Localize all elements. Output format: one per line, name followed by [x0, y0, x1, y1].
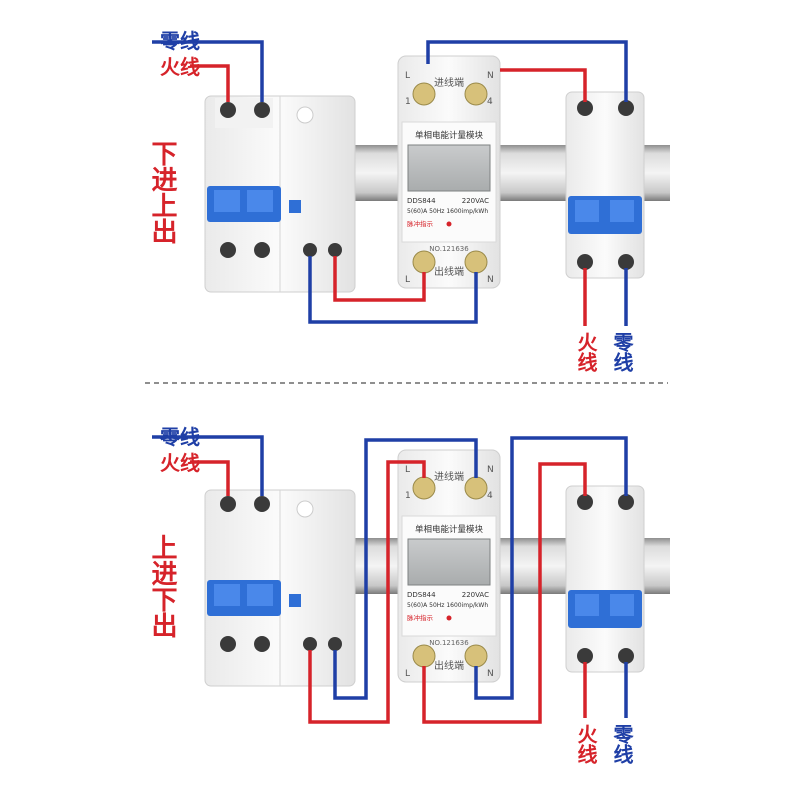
screw-terminal-icon — [464, 644, 488, 668]
side-label: 下进上出 — [147, 140, 177, 244]
meter-1: 1 — [405, 97, 411, 107]
meter-pulse: 脉冲指示 — [407, 219, 434, 228]
meter-L-bottom: L — [405, 669, 410, 679]
screw-terminal-icon — [618, 254, 634, 270]
meter-L-top: L — [405, 71, 410, 81]
screw-terminal-icon — [464, 476, 488, 500]
screw-terminal-icon — [577, 100, 593, 116]
wire-neutral-b — [474, 436, 628, 700]
meter-in-label: 进线端 — [434, 76, 464, 89]
screw-terminal-icon — [618, 648, 634, 664]
right-breaker — [565, 91, 645, 279]
wire-neutral-in — [152, 435, 264, 496]
screw-terminal-icon — [577, 648, 593, 664]
wire-neutral-in — [152, 40, 264, 102]
wire-live-in — [190, 64, 230, 102]
meter-N-top: N — [487, 465, 494, 475]
meter-rating: 5(60)A 50Hz 1600imp/kWh — [407, 208, 488, 215]
label-live-right: 火线 — [574, 724, 598, 764]
wire-neutral-top — [426, 40, 628, 102]
lcd-screen-icon — [407, 144, 491, 192]
screw-terminal-icon — [577, 254, 593, 270]
meter-1: 1 — [405, 491, 411, 501]
left-breaker — [204, 489, 356, 687]
meter-in-label: 进线端 — [434, 470, 464, 483]
screw-terminal-icon — [303, 637, 317, 651]
wire-live-in — [190, 460, 230, 496]
wire-live-top — [500, 68, 587, 102]
meter-model: DDS844 — [407, 591, 436, 599]
screw-terminal-icon — [464, 82, 488, 106]
left-breaker — [204, 95, 356, 293]
meter-serial: NO.121636 — [429, 639, 469, 647]
screw-terminal-icon — [220, 496, 236, 512]
screw-terminal-icon — [464, 250, 488, 274]
label-live-left: 火线 — [160, 55, 200, 79]
meter-N-top: N — [487, 71, 494, 81]
screw-terminal-icon — [412, 250, 436, 274]
meter-out-label: 出线端 — [434, 265, 464, 278]
screw-terminal-icon — [220, 636, 236, 652]
meter-out-label: 出线端 — [434, 659, 464, 672]
meter-4: 4 — [487, 97, 493, 107]
meter-model: DDS844 — [407, 197, 436, 205]
screw-terminal-icon — [577, 494, 593, 510]
screw-terminal-icon — [618, 100, 634, 116]
right-breaker — [565, 485, 645, 673]
meter-L-bottom: L — [405, 275, 410, 285]
panel-1: 进线端 L N 1 4 单相电能计量模块 DDS844 220VAC 5(60)… — [147, 29, 670, 372]
screw-terminal-icon — [618, 494, 634, 510]
screw-terminal-icon — [254, 242, 270, 258]
meter-voltage: 220VAC — [462, 591, 489, 599]
meter-module: 进线端 L N 1 4 单相电能计量模块 DDS844 220VAC 5(60)… — [397, 55, 501, 289]
label-neutral-right: 零线 — [610, 724, 634, 764]
label-live-right: 火线 — [574, 332, 598, 372]
screw-terminal-icon — [254, 496, 270, 512]
screw-terminal-icon — [220, 242, 236, 258]
wire-live-bottom — [333, 256, 426, 302]
meter-voltage: 220VAC — [462, 197, 489, 205]
label-neutral-right: 零线 — [610, 332, 634, 372]
label-live-left: 火线 — [160, 451, 200, 475]
label-neutral-left: 零线 — [159, 425, 200, 449]
meter-serial: NO.121636 — [429, 245, 469, 253]
screw-terminal-icon — [328, 243, 342, 257]
meter-pulse: 脉冲指示 — [407, 613, 434, 622]
meter-N-bottom: N — [487, 275, 494, 285]
screw-terminal-icon — [254, 102, 270, 118]
screw-terminal-icon — [254, 636, 270, 652]
meter-N-bottom: N — [487, 669, 494, 679]
panel-2: 进线端 L N 1 4 单相电能计量模块 DDS844 220VAC 5(60)… — [147, 425, 670, 764]
wires-panel-1 — [152, 40, 628, 326]
side-label: 上进下出 — [147, 534, 177, 638]
screw-terminal-icon — [412, 82, 436, 106]
label-neutral-left: 零线 — [159, 29, 200, 53]
wire-neutral-bottom — [308, 256, 478, 324]
meter-title: 单相电能计量模块 — [415, 524, 484, 535]
meter-L-top: L — [405, 465, 410, 475]
screw-terminal-icon — [412, 644, 436, 668]
wire-neutral-a — [333, 438, 478, 700]
meter-title: 单相电能计量模块 — [415, 130, 484, 141]
meter-4: 4 — [487, 491, 493, 501]
lcd-screen-icon — [407, 538, 491, 586]
wire-live-a — [308, 460, 426, 724]
screw-terminal-icon — [328, 637, 342, 651]
screw-terminal-icon — [412, 476, 436, 500]
wires-panel-2 — [152, 435, 628, 724]
meter-module: 进线端 L N 1 4 单相电能计量模块 DDS844 220VAC 5(60)… — [397, 449, 501, 683]
meter-rating: 5(60)A 50Hz 1600imp/kWh — [407, 602, 488, 609]
screw-terminal-icon — [220, 102, 236, 118]
wire-live-b — [422, 462, 587, 724]
screw-terminal-icon — [303, 243, 317, 257]
